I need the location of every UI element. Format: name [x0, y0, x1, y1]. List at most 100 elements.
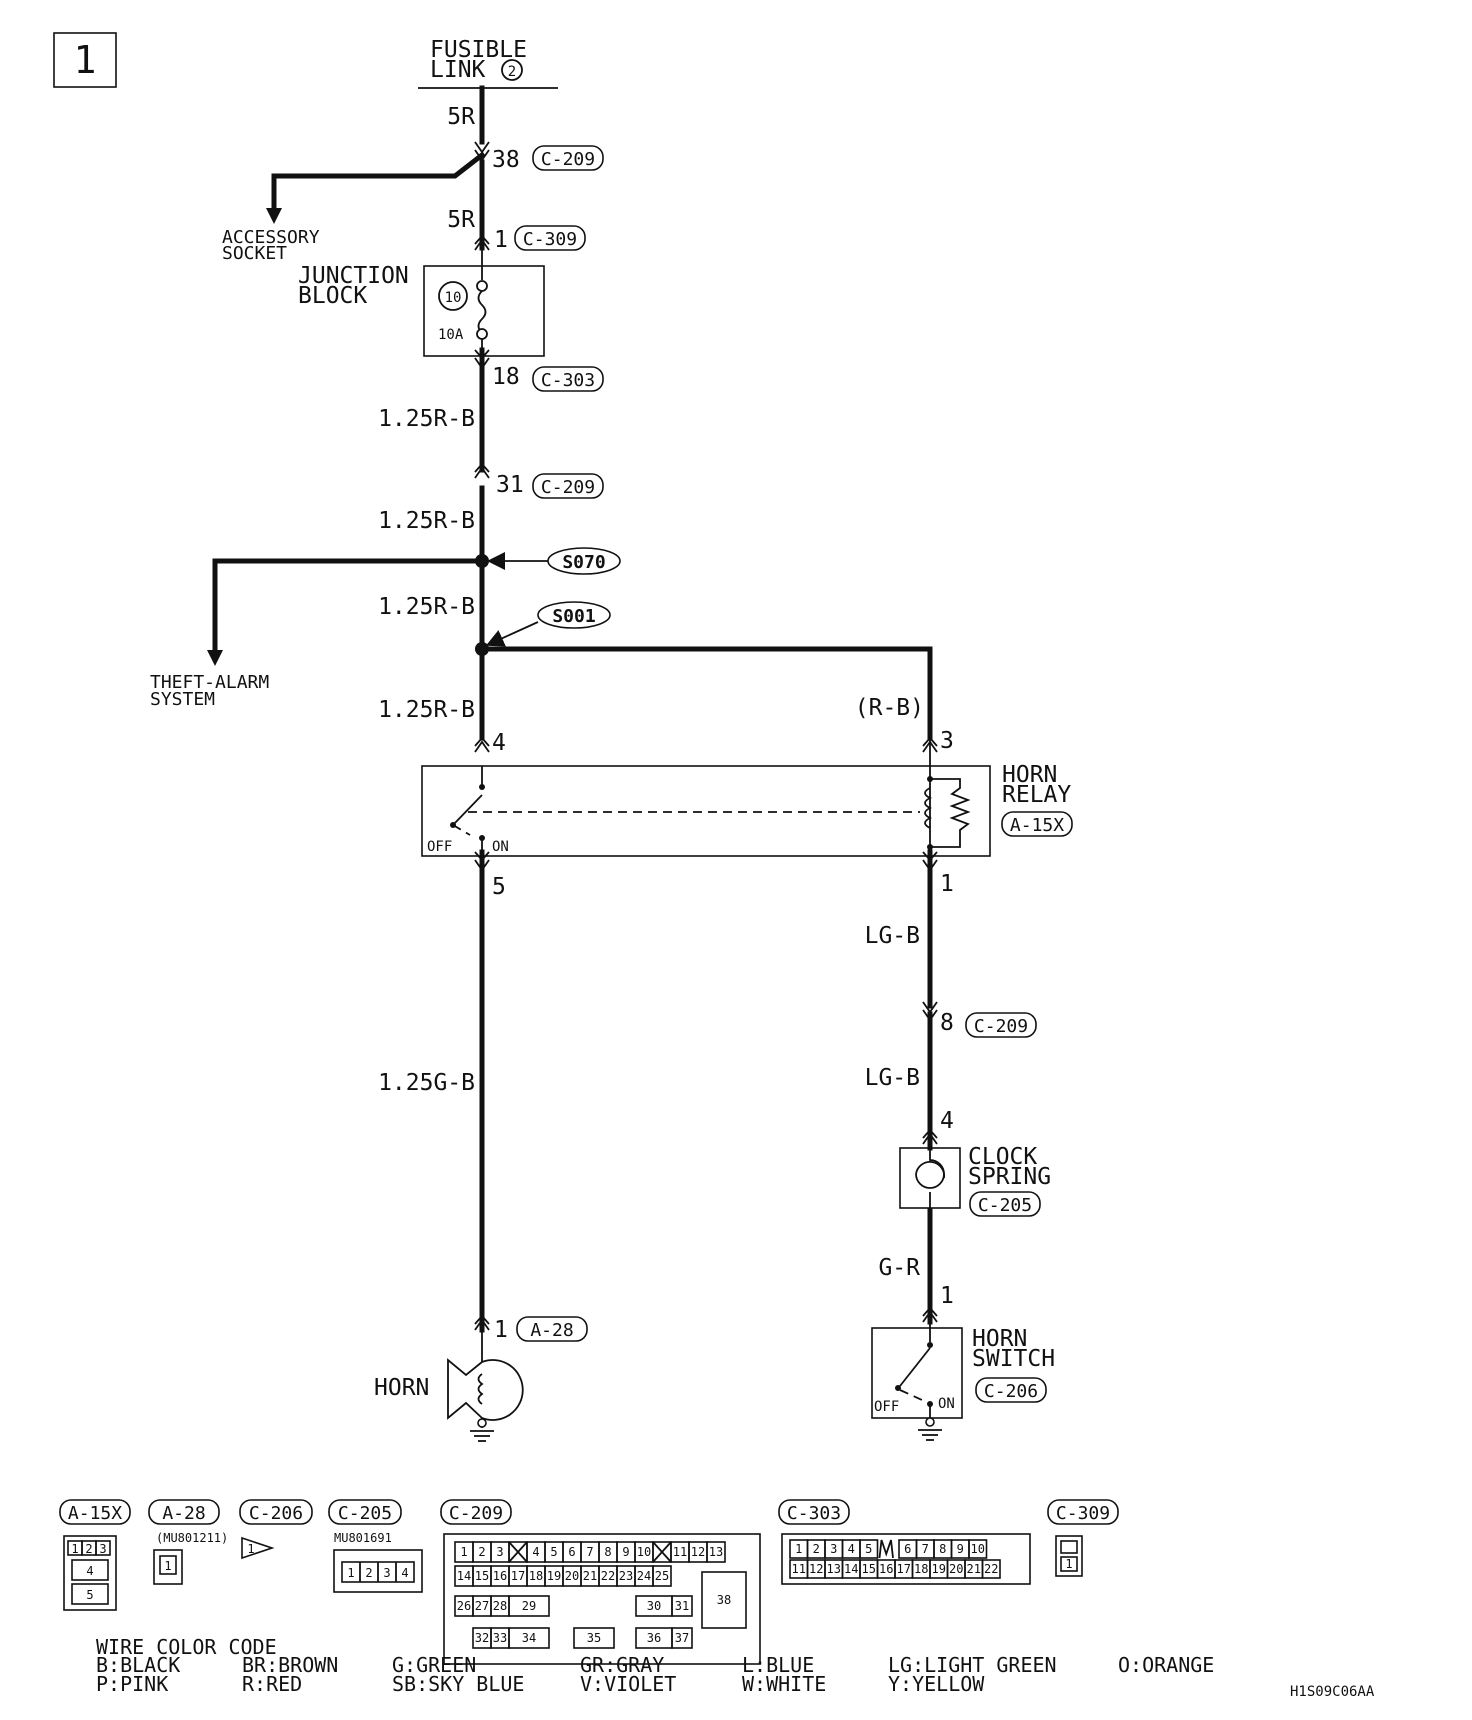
svg-text:4: 4: [86, 1564, 93, 1578]
horn-switch-label-1: HORN: [972, 1326, 1027, 1352]
svg-text:20: 20: [565, 1569, 579, 1583]
horn-switch-label-2: SWITCH: [972, 1346, 1055, 1372]
svg-text:21: 21: [583, 1569, 597, 1583]
c303-pin: 18: [911, 1559, 931, 1579]
svg-text:13: 13: [709, 1545, 723, 1559]
connector-face-a28: A-28 (MU801211) 1: [148, 1499, 228, 1585]
c209-pin: 15: [472, 1565, 492, 1587]
horn: HORN: [374, 1330, 524, 1442]
svg-text:4: 4: [401, 1566, 408, 1580]
svg-text:26: 26: [457, 1599, 471, 1613]
fusible-link-number: 2: [508, 64, 516, 80]
svg-text:37: 37: [675, 1631, 689, 1645]
svg-text:7: 7: [922, 1542, 929, 1556]
c209-pin: 29: [508, 1595, 550, 1617]
connector-marks-main: [474, 141, 490, 1331]
svg-text:11: 11: [673, 1545, 687, 1559]
connector-a28-tag: A-28: [516, 1316, 588, 1342]
c303-pin: 10: [968, 1539, 988, 1559]
wire-125gb: 1.25G-B: [378, 1070, 475, 1096]
c303-key: [878, 1539, 894, 1559]
relay-pin-5: 5: [492, 874, 506, 900]
splice-s001-label: S001: [552, 606, 595, 627]
pin-8: 8: [940, 1010, 954, 1036]
svg-text:9: 9: [622, 1545, 629, 1559]
wire-lgb-1: LG-B: [865, 923, 920, 949]
page-number-box: 1: [53, 32, 117, 88]
svg-text:C-205: C-205: [338, 1503, 392, 1524]
c303-pin: 20: [946, 1559, 966, 1579]
c209-pin: 22: [598, 1565, 618, 1587]
connector-c209-tag-2: C-209: [532, 473, 604, 499]
c303-pin: 4: [841, 1539, 861, 1559]
svg-text:2: 2: [365, 1566, 372, 1580]
connector-c303-tag: C-303: [532, 366, 604, 392]
svg-text:16: 16: [879, 1562, 893, 1576]
horn-switch: OFF ON HORN SWITCH C-206: [871, 1322, 1055, 1441]
color-code-entry: W:WHITE: [742, 1672, 826, 1696]
horn-relay-connector: A-15X: [1010, 815, 1064, 836]
c209-pin: 12: [688, 1541, 708, 1563]
svg-text:24: 24: [637, 1569, 651, 1583]
svg-text:12: 12: [809, 1562, 823, 1576]
color-code-entry: Y:YELLOW: [888, 1672, 985, 1696]
theft-label-2: SYSTEM: [150, 689, 215, 710]
horn-switch-connector: C-206: [984, 1381, 1038, 1402]
connector-c209-tag-1: C-209: [532, 145, 604, 171]
fusible-link-label-1: FUSIBLE: [430, 37, 527, 63]
svg-text:A-28: A-28: [530, 1320, 573, 1341]
c209-pin: 21: [580, 1565, 600, 1587]
svg-text:13: 13: [827, 1562, 841, 1576]
svg-text:11: 11: [792, 1562, 806, 1576]
clock-spring-label-2: SPRING: [968, 1164, 1051, 1190]
connector-c209-tag-3: C-209: [965, 1012, 1037, 1038]
svg-text:1: 1: [247, 1542, 254, 1556]
wire-125rb-3: 1.25R-B: [378, 594, 475, 620]
svg-text:C-209: C-209: [541, 477, 595, 498]
c209-pin: 16: [490, 1565, 510, 1587]
svg-text:15: 15: [862, 1562, 876, 1576]
color-code-entry: G:GREEN: [392, 1653, 476, 1677]
svg-text:17: 17: [897, 1562, 911, 1576]
right-wire: [922, 849, 938, 1325]
fuse-rating: 10A: [438, 327, 464, 343]
c209-pin: 33: [490, 1627, 510, 1649]
svg-text:36: 36: [647, 1631, 661, 1645]
svg-text:2: 2: [85, 1542, 92, 1556]
color-code-entry: P:PINK: [96, 1672, 168, 1696]
wire-rb: (R-B): [855, 695, 924, 721]
connector-face-c206: C-206 1: [239, 1499, 313, 1560]
c209-pin: 35: [573, 1627, 615, 1649]
c303-pin: 17: [894, 1559, 914, 1579]
c303-pin: 21: [964, 1559, 984, 1579]
wire-125rb-4: 1.25R-B: [378, 697, 475, 723]
svg-text:8: 8: [604, 1545, 611, 1559]
svg-text:A-28: A-28: [162, 1503, 205, 1524]
horn-relay-label-2: RELAY: [1002, 782, 1071, 808]
clock-spring-connector: C-205: [978, 1195, 1032, 1216]
horn-pin-1: 1: [494, 1317, 508, 1343]
svg-text:20: 20: [949, 1562, 963, 1576]
svg-text:6: 6: [568, 1545, 575, 1559]
pin-38: 38: [492, 147, 520, 173]
accessory-socket-branch: ACCESSORY SOCKET: [222, 151, 486, 264]
svg-text:A-15X: A-15X: [68, 1503, 122, 1524]
svg-text:C-303: C-303: [541, 370, 595, 391]
svg-text:14: 14: [457, 1569, 471, 1583]
svg-text:18: 18: [914, 1562, 928, 1576]
color-code-entry: SB:SKY BLUE: [392, 1672, 524, 1696]
clock-spring-label-1: CLOCK: [968, 1144, 1037, 1170]
svg-text:14: 14: [844, 1562, 858, 1576]
svg-text:8: 8: [939, 1542, 946, 1556]
c209-pin: 8: [598, 1541, 618, 1563]
svg-text:2: 2: [478, 1545, 485, 1559]
wire-5r-mid: 5R: [447, 207, 475, 233]
theft-label-1: THEFT-ALARM: [150, 672, 269, 693]
color-code-entry: O:ORANGE: [1118, 1653, 1214, 1677]
c209-pin: 36: [635, 1627, 673, 1649]
relay-on-label: ON: [492, 839, 509, 855]
svg-text:5: 5: [550, 1545, 557, 1559]
svg-text:31: 31: [675, 1599, 689, 1613]
c209-pin: 25: [652, 1565, 672, 1587]
